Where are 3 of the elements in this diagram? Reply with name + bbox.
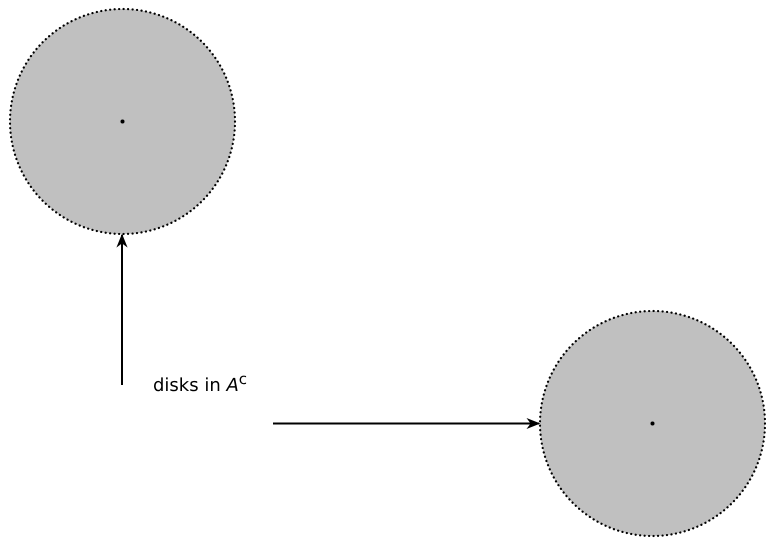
arrow bbox=[116, 234, 128, 385]
arrow bbox=[273, 418, 540, 430]
label-text: disks in A$^{c}$ bbox=[153, 370, 248, 396]
